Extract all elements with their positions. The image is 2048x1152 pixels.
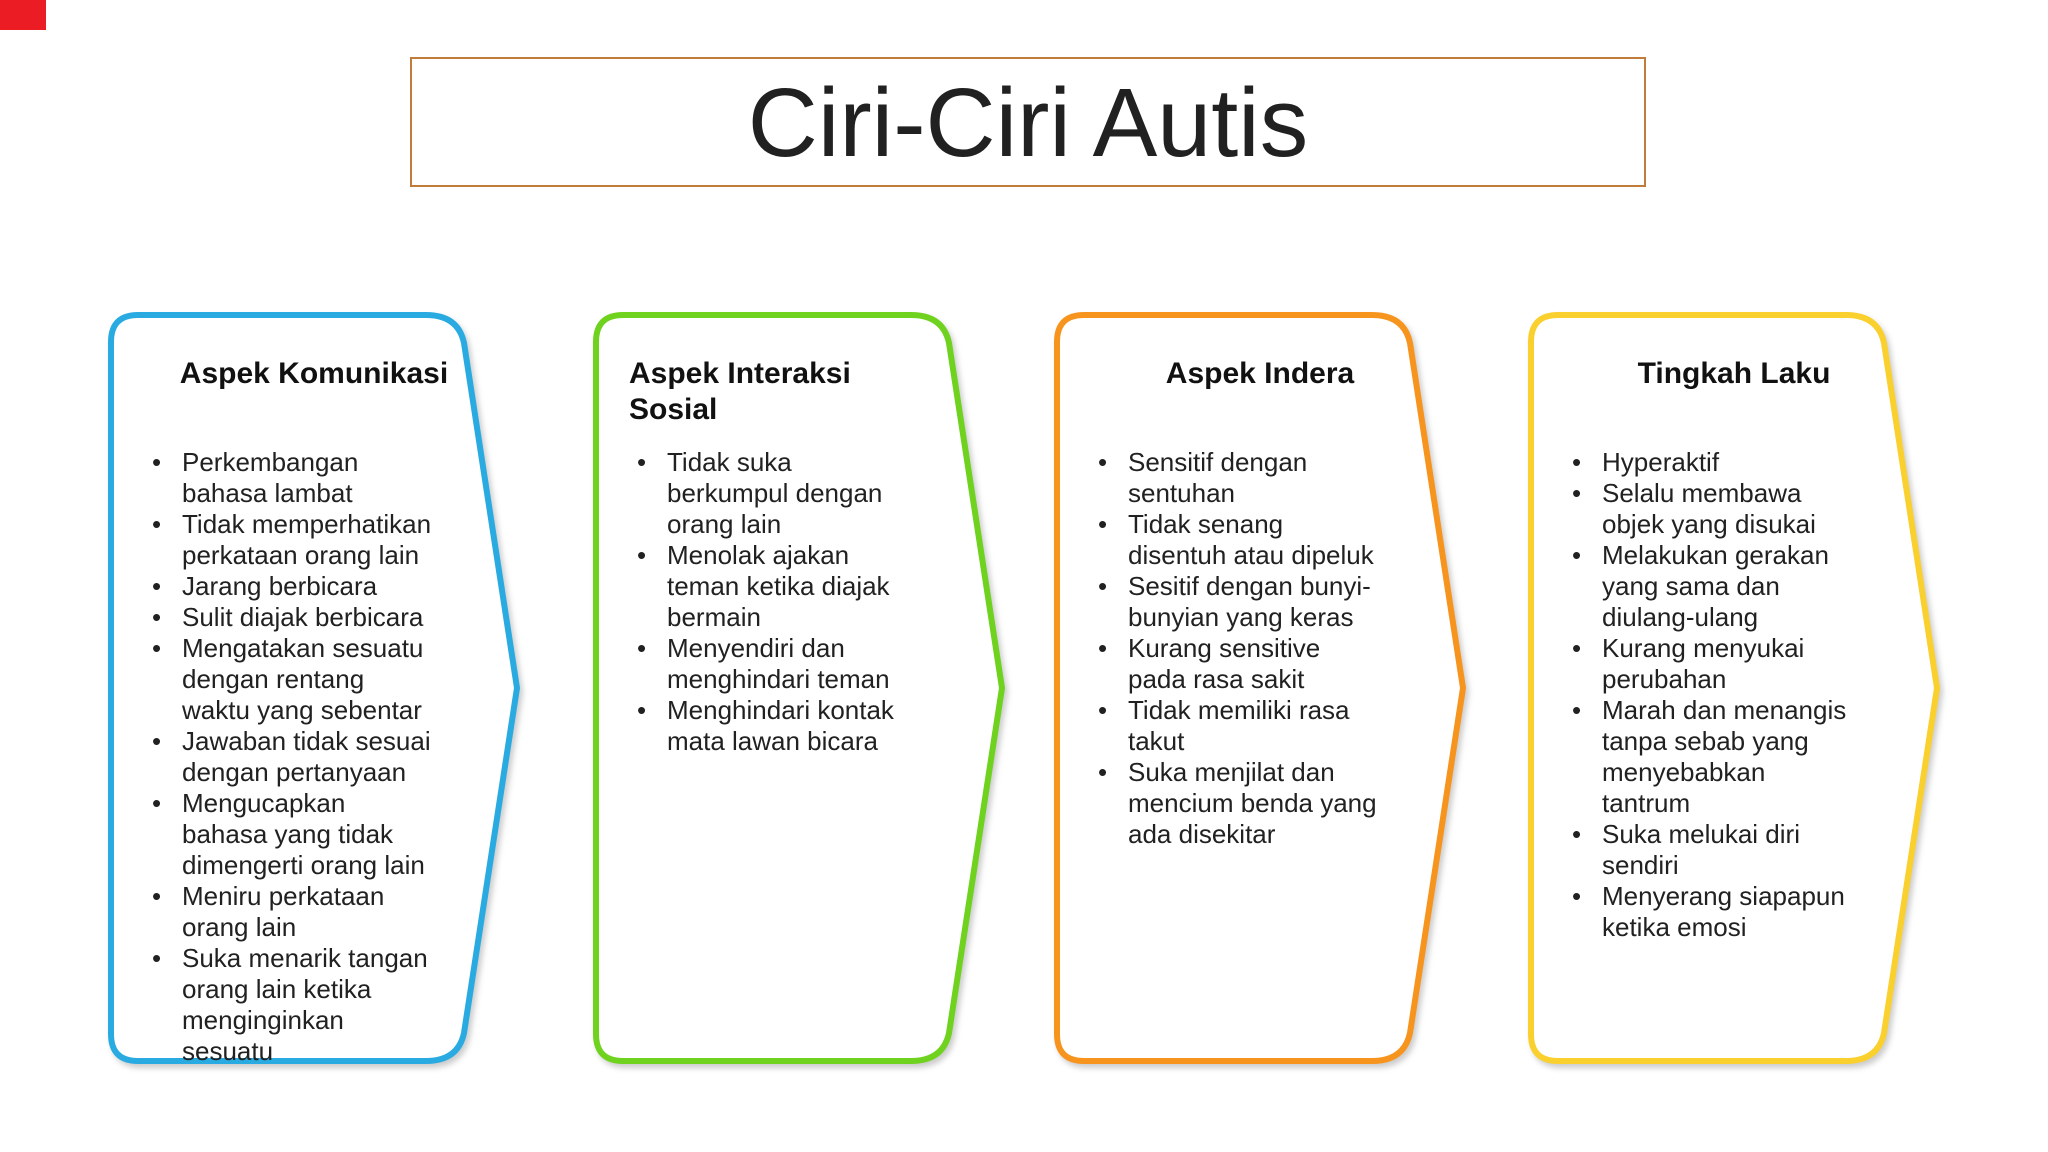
bullet-list: Perkembangan bahasa lambatTidak memperha… — [142, 447, 434, 1067]
panel-title: Aspek Indera — [1165, 357, 1355, 390]
list-item: Menyerang siapapun ketika emosi — [1562, 881, 1854, 943]
list-item: Sesitif dengan bunyi-bunyian yang keras — [1088, 571, 1380, 633]
list-item: Jarang berbicara — [142, 571, 434, 602]
list-item: Kurang menyukai perubahan — [1562, 633, 1854, 695]
panel-title: Aspek Komunikasi — [179, 357, 449, 390]
list-item: Sensitif dengan sentuhan — [1088, 447, 1380, 509]
list-item: Perkembangan bahasa lambat — [142, 447, 434, 509]
list-item: Hyperaktif — [1562, 447, 1854, 478]
list-item: Mengucapkan bahasa yang tidak dimengerti… — [142, 788, 434, 881]
list-item: Sulit diajak berbicara — [142, 602, 434, 633]
slide-title: Ciri-Ciri Autis — [747, 67, 1309, 177]
list-item: Suka menarik tangan orang lain ketika me… — [142, 943, 434, 1067]
slide-title-box: Ciri-Ciri Autis — [410, 57, 1646, 187]
list-item: Menyendiri dan menghindari teman — [627, 633, 919, 695]
bullet-list: Sensitif dengan sentuhanTidak senang dis… — [1088, 447, 1380, 850]
list-item: Marah dan menangis tanpa sebab yang meny… — [1562, 695, 1854, 819]
bullet-list: HyperaktifSelalu membawa objek yang disu… — [1562, 447, 1854, 943]
list-item: Mengatakan sesuatu dengan rentang waktu … — [142, 633, 434, 726]
list-item: Tidak suka berkumpul dengan orang lain — [627, 447, 919, 540]
panel-aspek-komunikasi: Aspek Komunikasi Perkembangan bahasa lam… — [106, 310, 522, 1066]
list-item: Kurang sensitive pada rasa sakit — [1088, 633, 1380, 695]
list-item: Menolak ajakan teman ketika diajak berma… — [627, 540, 919, 633]
list-item: Menghindari kontak mata lawan bicara — [627, 695, 919, 757]
panel-aspek-interaksi-sosial: Aspek Interaksi Sosial Tidak suka berkum… — [591, 310, 1007, 1066]
panel-title: Tingkah Laku — [1637, 357, 1831, 390]
list-item: Meniru perkataan orang lain — [142, 881, 434, 943]
list-item: Tidak memperhatikan perkataan orang lain — [142, 509, 434, 571]
red-corner-marker — [0, 0, 46, 30]
list-item: Suka menjilat dan mencium benda yang ada… — [1088, 757, 1380, 850]
panel-aspek-indera: Aspek Indera Sensitif dengan sentuhanTid… — [1052, 310, 1468, 1066]
list-item: Tidak memiliki rasa takut — [1088, 695, 1380, 757]
list-item: Suka melukai diri sendiri — [1562, 819, 1854, 881]
list-item: Tidak senang disentuh atau dipeluk — [1088, 509, 1380, 571]
panel-title: Aspek Interaksi Sosial — [629, 357, 851, 426]
list-item: Jawaban tidak sesuai dengan pertanyaan — [142, 726, 434, 788]
list-item: Selalu membawa objek yang disukai — [1562, 478, 1854, 540]
bullet-list: Tidak suka berkumpul dengan orang lainMe… — [627, 447, 919, 757]
list-item: Melakukan gerakan yang sama dan diulang-… — [1562, 540, 1854, 633]
panel-tingkah-laku: Tingkah Laku HyperaktifSelalu membawa ob… — [1526, 310, 1942, 1066]
